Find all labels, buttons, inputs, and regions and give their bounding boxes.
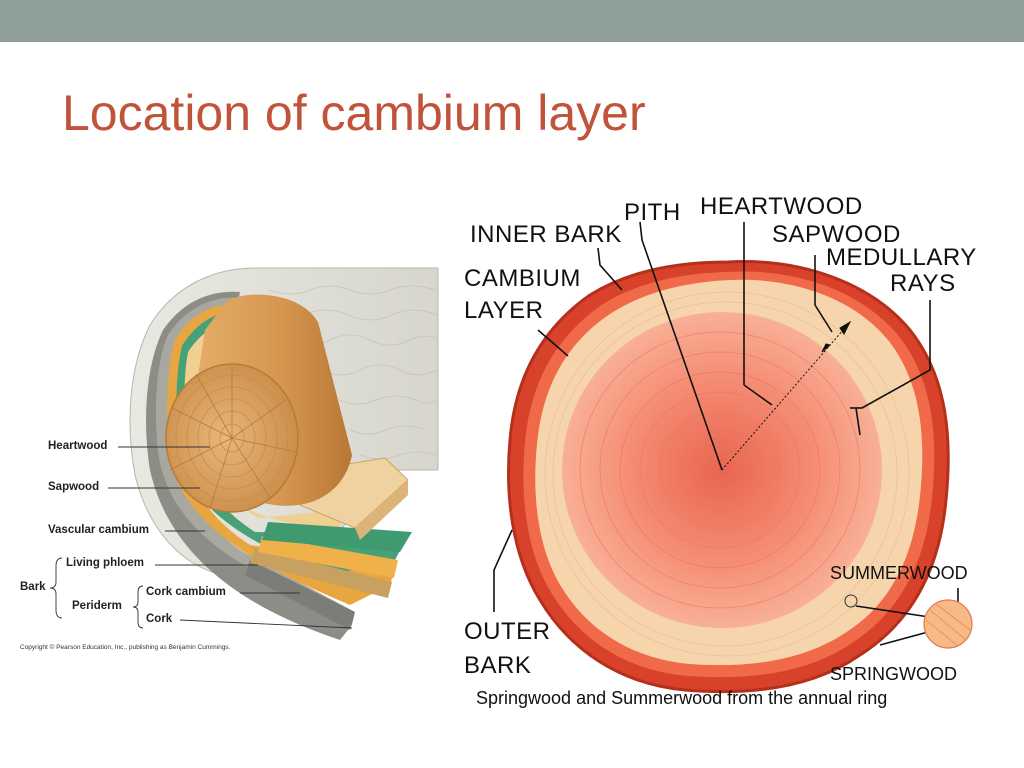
label-sapwood-right: SAPWOOD (772, 221, 901, 248)
cork-strip (245, 560, 355, 630)
label-cambium: CAMBIUM (464, 265, 581, 292)
label-heartwood: Heartwood (48, 440, 108, 452)
annual-rings (579, 331, 861, 609)
label-cork: Cork (146, 613, 173, 625)
label-medullary: MEDULLARY (826, 244, 977, 271)
phloem-strip (258, 536, 398, 578)
wood-rays (169, 366, 297, 509)
label-summerwood: SUMMERWOOD (830, 563, 968, 583)
label-springwood: SPRINGWOOD (830, 664, 958, 684)
label-rays: RAYS (890, 270, 956, 297)
sapwood-layer (184, 320, 340, 530)
label-pith: PITH (624, 199, 681, 226)
cambium-strip (262, 522, 412, 552)
log-cutaway-illustration (49, 267, 439, 640)
label-vascular-cambium: Vascular cambium (48, 524, 149, 536)
sapwood-arrow (721, 320, 852, 471)
ring-magnified (923, 599, 973, 649)
label-bark: Bark (20, 581, 46, 593)
periderm-strip (250, 548, 392, 598)
label-sapwood: Sapwood (48, 481, 100, 493)
ring-magnified-lines (925, 603, 971, 647)
tree-cross-section (493, 221, 973, 694)
label-cork-cambium: Cork cambium (146, 586, 226, 598)
label-periderm: Periderm (72, 600, 122, 612)
figure-caption: Springwood and Summerwood from the annua… (476, 688, 888, 708)
sapwood-rings (544, 291, 910, 657)
slide-title: Location of cambium layer (62, 85, 646, 141)
living-phloem-layer (167, 304, 395, 605)
label-heartwood-right: HEARTWOOD (700, 193, 863, 220)
cork-layer (146, 291, 352, 640)
right-leader-lines (493, 221, 959, 646)
label-outer: OUTER (464, 618, 551, 645)
label-bark-right: BARK (464, 652, 532, 679)
label-inner-bark: INNER BARK (470, 221, 622, 248)
summerwood-marker (844, 594, 858, 608)
label-living-phloem: Living phloem (66, 557, 144, 569)
label-layer: LAYER (464, 297, 544, 324)
copyright-note: Copyright © Pearson Education, Inc., pub… (20, 644, 231, 651)
top-bar (0, 0, 1024, 42)
left-leader-lines (49, 446, 353, 629)
